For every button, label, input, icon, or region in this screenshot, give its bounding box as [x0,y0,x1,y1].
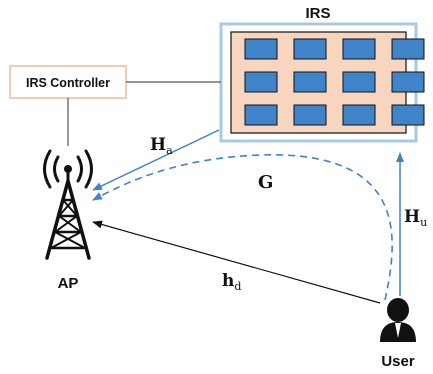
channel-hd-label: hd [222,271,241,293]
irs-label: IRS [305,5,330,22]
channel-hd-symbol: h [222,271,234,291]
irs-element [391,38,425,60]
irs-element-grid [244,38,425,126]
irs-element [244,38,278,60]
irs-element [391,71,425,93]
channel-Hu-subscript: u [420,216,427,229]
irs-element [293,104,327,126]
channel-Ha-symbol: H [150,135,166,155]
channel-Ha-arrow [92,129,220,191]
channel-Hu-symbol: H [404,207,420,227]
channel-Hu-label: Hu [404,207,427,229]
irs-element [293,38,327,60]
irs-controller-label: IRS Controller [26,76,110,90]
antenna-tower-icon [43,149,93,260]
channel-G-symbol: G [258,172,273,193]
channel-G-arrow [92,154,393,301]
irs-controller-box [9,65,127,99]
irs-element [342,71,376,93]
irs-element [342,104,376,126]
user-icon [380,298,416,342]
irs-element [391,104,425,126]
irs-controller: IRS Controller [9,65,127,99]
channel-Ha-label: Ha [150,135,173,157]
channel-hd-arrow [92,220,381,304]
irs-element [293,71,327,93]
user-label: User [381,353,415,370]
irs-element [244,104,278,126]
irs-element [342,38,376,60]
ap-label: AP [58,275,79,292]
channel-G-label: G [258,172,273,193]
irs-element [244,71,278,93]
channel-Ha-subscript: a [166,144,173,157]
irs-panel [219,22,425,143]
channel-hd-subscript: d [234,280,241,293]
